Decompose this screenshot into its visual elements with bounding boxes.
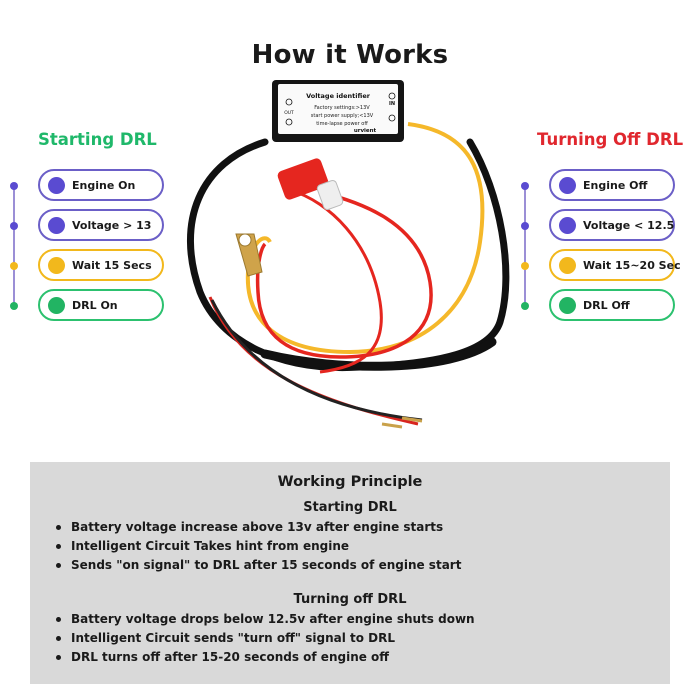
step-bullet [48, 256, 65, 274]
step-bullet [559, 176, 576, 194]
step-drl-off: DRL Off [549, 289, 675, 321]
timeline-rail [520, 182, 530, 310]
step-wait: Wait 15 Secs [38, 249, 164, 281]
plus-icon [285, 98, 293, 106]
timeline-dot [10, 262, 18, 270]
step-wait: Wait 15~20 Sec [549, 249, 681, 281]
yellow-wire [245, 122, 485, 355]
timeline-dot [521, 262, 529, 270]
timeline-dot [521, 222, 529, 230]
step-voltage-below: Voltage < 12.5 [549, 209, 675, 241]
settings-line: start power supply;<13V [311, 113, 374, 119]
turning-off-heading: Turning off DRL [293, 592, 407, 607]
module-title: Voltage identifier [306, 92, 371, 100]
step-bullet [559, 256, 576, 274]
out-label: OUT [284, 110, 294, 116]
step-bullet [48, 176, 65, 194]
list-item: Sends "on signal" to DRL after 15 second… [52, 556, 461, 575]
starting-drl-heading: Starting DRL [303, 500, 397, 515]
working-principle-panel: Working Principle Starting DRL Battery v… [30, 462, 670, 684]
wire-tip [401, 416, 423, 423]
black-cable [260, 337, 497, 371]
settings-line: Factory settings:>13V [314, 105, 370, 111]
step-label: Wait 15 Secs [72, 258, 152, 272]
black-cable [186, 138, 510, 372]
step-engine-on: Engine On [38, 169, 164, 201]
step-engine-off: Engine Off [549, 169, 675, 201]
step-bullet [559, 296, 576, 314]
starting-drl-title: Starting DRL [38, 130, 157, 149]
step-label: DRL On [72, 298, 118, 312]
timeline-dot [10, 182, 18, 190]
working-principle-title: Working Principle [277, 474, 423, 490]
list-item: Battery voltage drops below 12.5v after … [52, 610, 475, 629]
minus-icon [285, 118, 293, 126]
step-bullet [48, 216, 65, 234]
step-label: Voltage < 12.5 [583, 218, 675, 232]
list-item: Battery voltage increase above 13v after… [52, 518, 461, 537]
page-title: How it Works [251, 40, 449, 70]
timeline-rail [9, 182, 19, 310]
timeline-dot [521, 302, 529, 310]
red-wire [255, 190, 433, 359]
starting-points-list: Battery voltage increase above 13v after… [52, 518, 461, 575]
step-label: Wait 15~20 Sec [583, 258, 681, 272]
drl-controller-illustration: Voltage identifier OUT IN Factory settin… [186, 80, 510, 429]
step-label: Engine On [72, 178, 136, 192]
spade-terminal [235, 233, 263, 277]
step-drl-on: DRL On [38, 289, 164, 321]
off-points-list: Battery voltage drops below 12.5v after … [52, 610, 475, 667]
brand-label: urvient [354, 128, 377, 134]
settings-line: time-lapse power off [316, 121, 368, 127]
step-label: DRL Off [583, 298, 630, 312]
step-voltage-above: Voltage > 13 [38, 209, 164, 241]
list-item: DRL turns off after 15-20 seconds of eng… [52, 648, 475, 667]
step-bullet [559, 216, 576, 234]
in-label: IN [389, 101, 395, 107]
minus-icon [388, 114, 396, 122]
fuse-holder [277, 158, 344, 211]
voltage-identifier-module: Voltage identifier OUT IN Factory settin… [272, 80, 404, 142]
timeline-dot [521, 182, 529, 190]
timeline-dot [10, 302, 18, 310]
timeline-line [524, 183, 526, 307]
timeline-dot [10, 222, 18, 230]
step-label: Voltage > 13 [72, 218, 152, 232]
wire-tip [381, 422, 403, 429]
step-label: Engine Off [583, 178, 648, 192]
turning-off-drl-title: Turning Off DRL [537, 130, 684, 149]
list-item: Intelligent Circuit sends "turn off" sig… [52, 629, 475, 648]
black-wire [210, 299, 423, 422]
list-item: Intelligent Circuit Takes hint from engi… [52, 537, 461, 556]
plus-icon [388, 92, 396, 100]
step-bullet [48, 296, 65, 314]
timeline-line [13, 183, 15, 307]
